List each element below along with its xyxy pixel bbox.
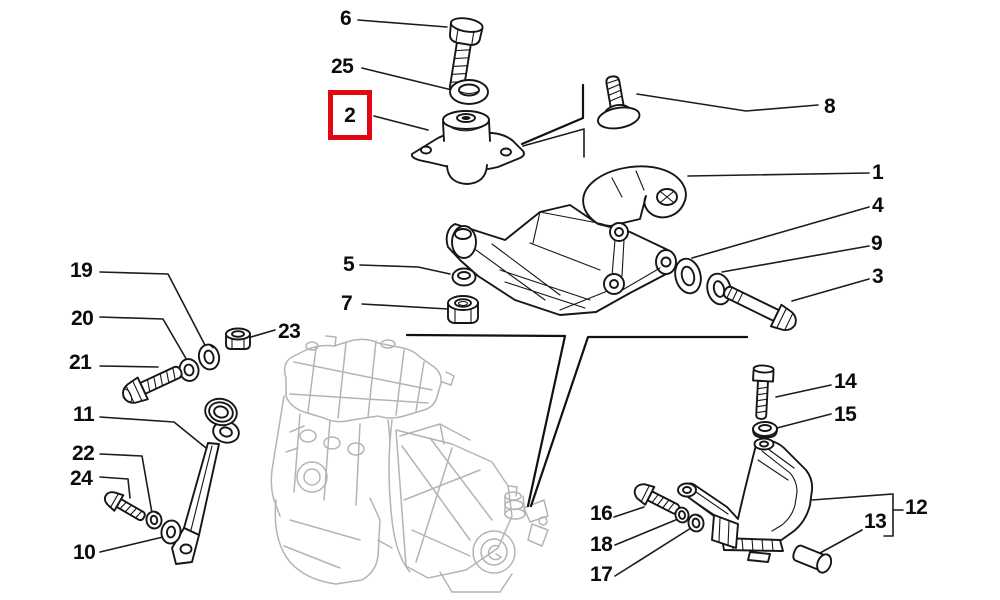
- part-21-hex-bolt[interactable]: [119, 360, 186, 408]
- leader-18: [614, 518, 679, 546]
- callout-21[interactable]: 21: [69, 351, 92, 374]
- leader-21: [99, 365, 159, 368]
- leader-1: [687, 172, 870, 177]
- part-12-clamp-bracket[interactable]: [677, 437, 814, 563]
- leader-4: [691, 206, 870, 259]
- part-10-washer[interactable]: [160, 519, 182, 545]
- part-7-hex-nut[interactable]: [447, 295, 479, 324]
- callout-1[interactable]: 1: [872, 161, 884, 184]
- leader-7: [361, 303, 449, 310]
- part-23-hex-nut[interactable]: [225, 327, 251, 350]
- engine-gearbox-ghost-drawing: [270, 335, 549, 593]
- callout-3[interactable]: 3: [872, 265, 884, 288]
- part-2-engine-mount[interactable]: [410, 110, 525, 185]
- callout-4[interactable]: 4: [872, 194, 884, 217]
- leader-15: [776, 413, 832, 429]
- part-24-hex-bolt[interactable]: [101, 488, 148, 526]
- leader-13: [819, 529, 863, 554]
- callout-24[interactable]: 24: [70, 467, 93, 490]
- leader-20: [99, 316, 189, 363]
- leader-2: [373, 115, 429, 131]
- part-14-hex-bolt[interactable]: [751, 364, 775, 420]
- callout-14[interactable]: 14: [834, 370, 857, 393]
- part-4-washer[interactable]: [672, 256, 705, 296]
- callout-15[interactable]: 15: [834, 403, 857, 426]
- callout-12[interactable]: 12: [905, 496, 928, 519]
- leader-24: [99, 476, 131, 499]
- callout-2-highlight-box[interactable]: 2: [328, 90, 372, 140]
- leader-22: [99, 453, 153, 514]
- group-bracket-12: [811, 493, 894, 537]
- part-3-hex-bolt[interactable]: [720, 280, 801, 336]
- part-8-flange-bolt[interactable]: [591, 73, 641, 132]
- leader-16: [613, 506, 645, 518]
- pointer-line-left: [405, 333, 567, 508]
- leader-6: [357, 19, 448, 28]
- part-19-spring-washer[interactable]: [197, 343, 222, 372]
- leader-8: [636, 93, 819, 112]
- part-16-hex-bolt[interactable]: [631, 480, 683, 520]
- callout-25[interactable]: 25: [331, 55, 354, 78]
- part-22-spring-washer[interactable]: [145, 510, 163, 530]
- part-13-pin[interactable]: [791, 543, 834, 575]
- pointer-line-right: [529, 335, 749, 508]
- callout-20[interactable]: 20: [71, 307, 94, 330]
- leader-17: [614, 527, 692, 577]
- leader-14: [775, 384, 832, 398]
- leader-10: [99, 536, 164, 553]
- part-1-support-bracket[interactable]: [445, 165, 687, 316]
- part-6-hex-bolt[interactable]: [440, 16, 484, 96]
- callout-17[interactable]: 17: [590, 563, 613, 586]
- callout-8[interactable]: 8: [824, 95, 836, 118]
- leader-9: [721, 245, 870, 273]
- position-marker-upper: [520, 83, 585, 146]
- callout-19[interactable]: 19: [70, 259, 93, 282]
- callout-2: 2: [344, 103, 356, 127]
- callout-9[interactable]: 9: [871, 232, 883, 255]
- leader-5: [359, 264, 451, 275]
- callout-16[interactable]: 16: [590, 502, 613, 525]
- callout-22[interactable]: 22: [72, 442, 95, 465]
- part-18-washer[interactable]: [674, 506, 690, 524]
- position-marker-lower: [522, 128, 585, 158]
- callout-5[interactable]: 5: [343, 253, 355, 276]
- callout-7[interactable]: 7: [341, 292, 353, 315]
- callout-23[interactable]: 23: [278, 320, 301, 343]
- part-25-washer[interactable]: [449, 79, 489, 105]
- callout-13[interactable]: 13: [864, 510, 887, 533]
- leader-lines: [99, 19, 904, 577]
- part-15-washer[interactable]: [752, 421, 778, 438]
- leader-25: [361, 67, 453, 91]
- callout-6[interactable]: 6: [340, 7, 352, 30]
- part-11-torque-rod[interactable]: [171, 395, 241, 565]
- leader-19: [99, 271, 208, 350]
- leader-11: [99, 416, 212, 453]
- callout-18[interactable]: 18: [590, 533, 613, 556]
- callout-11[interactable]: 11: [73, 403, 95, 426]
- leader-3: [791, 278, 870, 302]
- part-5-washer[interactable]: [451, 267, 477, 287]
- callout-10[interactable]: 10: [73, 541, 96, 564]
- leader-23: [250, 329, 276, 338]
- part-17-spring-washer[interactable]: [687, 513, 705, 533]
